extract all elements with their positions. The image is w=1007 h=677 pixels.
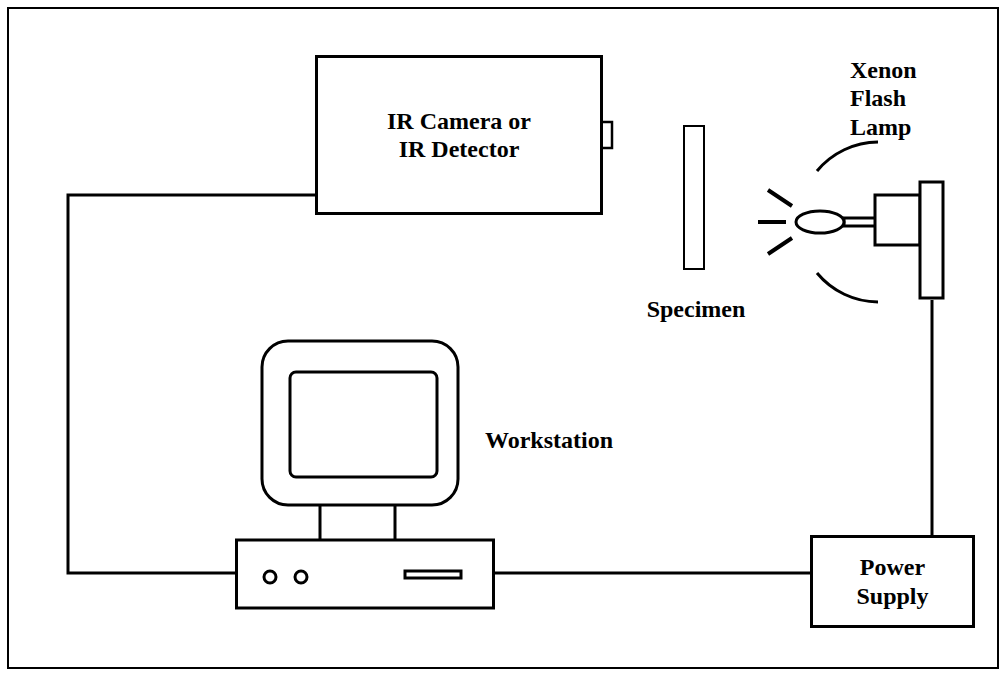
cable-line	[495, 572, 810, 575]
lamp-housing	[875, 195, 920, 245]
xenon-bulb	[796, 211, 844, 233]
camera-box: IR Camera or IR Detector	[315, 55, 603, 215]
part-label: Specimen	[647, 295, 746, 323]
cable-line	[931, 300, 934, 535]
disk-slot	[405, 571, 461, 578]
specimen-plate: Specimen	[683, 125, 705, 270]
power-supply-box: Power Supply	[810, 535, 975, 628]
flash-lamp: Xenon Flash Lamp	[750, 140, 945, 300]
computer-base	[237, 540, 494, 608]
part-label: Workstation	[485, 426, 613, 454]
monitor-outline	[262, 341, 458, 505]
flash-lamp-drawing	[750, 140, 945, 300]
bulb-stem	[844, 218, 876, 226]
box-label: IR Camera or IR Detector	[377, 107, 542, 164]
lamp-stand	[920, 182, 943, 298]
reflector	[817, 142, 878, 171]
workstation-computer: Workstation	[235, 340, 495, 610]
part-label: Xenon Flash Lamp	[850, 56, 945, 141]
box-label: Power Supply	[838, 553, 948, 610]
frame-border	[8, 8, 998, 668]
monitor-screen	[290, 372, 437, 477]
reflector	[817, 273, 878, 302]
base-button	[295, 571, 307, 583]
light-rays	[758, 190, 792, 254]
base-button	[264, 571, 276, 583]
monitor-stand	[320, 505, 395, 540]
workstation-computer-drawing	[235, 340, 495, 610]
